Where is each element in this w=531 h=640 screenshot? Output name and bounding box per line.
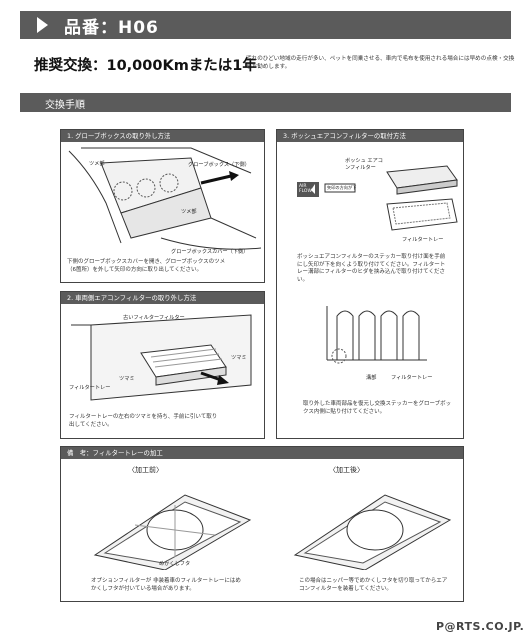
- tray-label: フィルタートレー: [402, 237, 444, 243]
- panel-tray-modification: 備 考：フィルタートレーの加工 〈加工前〉 〈加工後〉 めかくしフタ オプション…: [60, 446, 464, 602]
- panel-title: 2. 車両側エアコンフィルターの取り外し方法: [61, 292, 264, 304]
- product-code-title: 品番：H06: [64, 17, 159, 38]
- install-illustration: [297, 165, 458, 231]
- panel-instruction: ボッシュエアコンフィルターのステッカー取り付け面を手前にし矢印が下を向くよう取り…: [297, 254, 446, 283]
- tab-label-upper: ツメ部: [89, 161, 105, 167]
- old-filter-label: 古いフィルターフィルター: [123, 315, 185, 321]
- tray-label: フィルタートレー: [69, 385, 111, 391]
- bosch-filter-label: ボッシュ エアコンフィルター: [345, 158, 383, 171]
- glovebox-illustration: [68, 147, 262, 250]
- panel-filter-removal: 2. 車両側エアコンフィルターの取り外し方法 古いフィルターフィルター ツマミ …: [60, 291, 265, 439]
- groove-illustration: [326, 306, 427, 364]
- before-label: 〈加工前〉: [128, 466, 163, 474]
- tray-label-2: フィルタートレー: [391, 375, 433, 381]
- tray-before-illustration: [93, 494, 252, 570]
- triangle-icon: [37, 17, 48, 33]
- knob-label-right: ツマミ: [231, 355, 247, 361]
- panel-title: 1. グローブボックスの取り外し方法: [61, 130, 264, 142]
- lid-label: めかくしフタ: [159, 561, 191, 567]
- arrow-direction-label: 矢印の方向が下: [327, 185, 357, 190]
- brand-logo: P@RTS.CO.JP.: [436, 620, 525, 633]
- panel-glovebox-removal: 1. グローブボックスの取り外し方法 ツメ部 グローブボックス（下側） ツメ部 …: [60, 129, 265, 283]
- panel-title: 3. ボッシュエアコンフィルターの取付方法: [277, 130, 463, 142]
- filter-removal-illustration: [71, 314, 252, 401]
- panel-instruction: 下側のグローブボックスカバーを開き、グローブボックスのツメ（6箇所）を外して矢印…: [67, 259, 226, 273]
- tray-after-illustration: [293, 494, 452, 570]
- note-after: この場合はニッパー等でめかくしフタを切り取ってからエアコンフィルターを装着してく…: [299, 578, 448, 592]
- panel-bosch-install: 3. ボッシュエアコンフィルターの取付方法 ボッシュ エアコンフィルター AIR…: [276, 129, 464, 439]
- groove-label: 溝部: [366, 375, 377, 381]
- knob-label-left: ツマミ: [119, 376, 135, 382]
- glovebox-cover-label: グローブボックスカバー（下側）: [171, 249, 249, 255]
- section-bar: [20, 93, 511, 112]
- airflow-badge: AIR FLOW: [299, 184, 312, 194]
- panel-instruction-2: 取り外した車両部品を復元し交換ステッカーをグローブボックス内側に貼り付けてくださ…: [303, 401, 452, 415]
- section-title: 交換手順: [45, 100, 85, 111]
- glovebox-label: グローブボックス（下側）: [188, 162, 250, 168]
- panel-instruction: フィルタートレーの左右のツマミを持ち、手前に引いて取り出してください。: [69, 414, 218, 428]
- note-before: オプションフィルターが 非装着車のフィルタートレーにはめかくしフタが付いている場…: [91, 578, 241, 592]
- recommended-interval: 推奨交換：10,000Kmまたは1年: [34, 58, 257, 74]
- tab-label-lower: ツメ部: [181, 209, 197, 215]
- recommendation-note: 汚れのひどい地域の走行が多い、ペットを同乗させる、車内で毛布を使用される場合には…: [246, 56, 515, 70]
- after-label: 〈加工後〉: [329, 466, 364, 474]
- product-header: 品番：H06: [20, 11, 511, 39]
- panel-title: 備 考：フィルタートレーの加工: [61, 447, 463, 459]
